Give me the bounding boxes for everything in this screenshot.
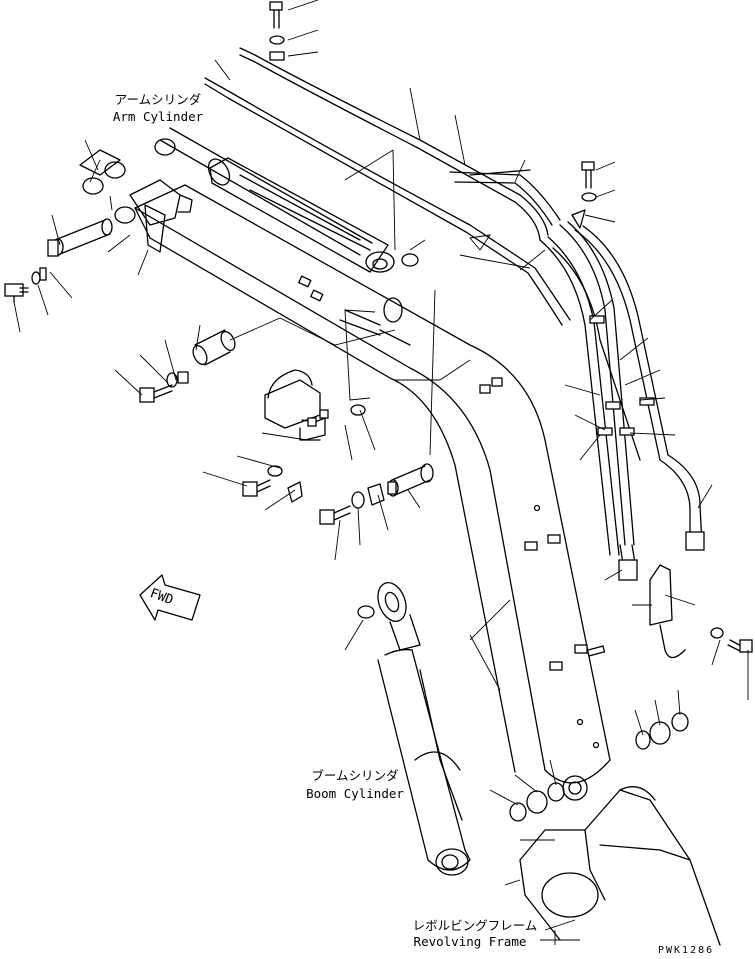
arm-cylinder-label-en: Arm Cylinder	[112, 109, 204, 124]
boom-pipes	[539, 221, 705, 581]
boom-cylinder-label-jp: ブームシリンダ	[311, 768, 399, 783]
revolving-frame-label-en: Revolving Frame	[413, 934, 527, 949]
drawing-code: PWK1286	[658, 945, 715, 956]
revolving-frame-label-jp: レボルビングフレーム	[412, 918, 538, 933]
leader-lines	[13, 0, 749, 945]
fwd-label: FWD	[148, 586, 175, 608]
fwd-arrow-icon: FWD	[139, 574, 201, 621]
boom-clips	[297, 275, 606, 749]
boom-cylinder-label-en: Boom Cylinder	[306, 786, 404, 801]
boom-cylinder	[377, 582, 471, 876]
hardware	[4, 1, 753, 822]
hoses	[204, 47, 571, 326]
arm-cylinder-label-jp: アームシリンダ	[114, 92, 202, 107]
revolving-frame	[519, 786, 721, 946]
boom	[134, 184, 611, 801]
arm-cylinder	[154, 127, 395, 273]
